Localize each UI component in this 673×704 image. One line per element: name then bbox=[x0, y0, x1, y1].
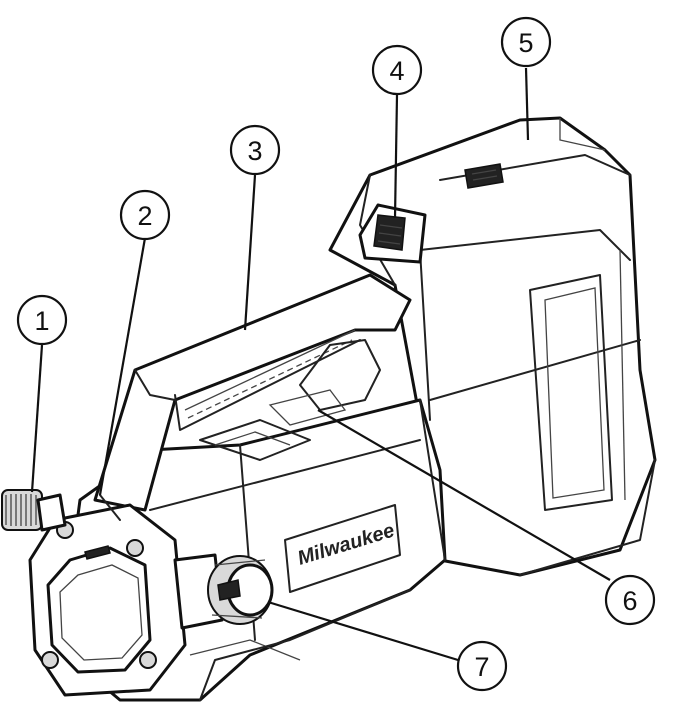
screw-icon bbox=[41, 651, 59, 669]
battery-latch bbox=[358, 203, 427, 264]
callout-3-label: 3 bbox=[247, 136, 262, 166]
callout-5-label: 5 bbox=[518, 28, 533, 58]
callout-1-label: 1 bbox=[34, 306, 49, 336]
callout-7-label: 7 bbox=[474, 652, 489, 682]
front-head bbox=[28, 503, 187, 697]
left-hose-connector bbox=[1, 489, 121, 532]
callout-7: 7 bbox=[456, 640, 508, 692]
screw-icon bbox=[126, 539, 144, 557]
leader-lines bbox=[30, 67, 611, 662]
carry-handle bbox=[93, 273, 412, 512]
callout-4: 4 bbox=[371, 44, 423, 96]
side-knob bbox=[173, 553, 274, 630]
callout-2-label: 2 bbox=[137, 201, 152, 231]
callout-1: 1 bbox=[16, 294, 68, 346]
callout-3: 3 bbox=[229, 124, 281, 176]
callout-2: 2 bbox=[119, 189, 171, 241]
screw-icon bbox=[139, 651, 157, 669]
callout-5: 5 bbox=[500, 16, 552, 68]
callout-4-label: 4 bbox=[389, 56, 404, 86]
callout-6-label: 6 bbox=[622, 586, 637, 616]
callout-6: 6 bbox=[604, 574, 656, 626]
